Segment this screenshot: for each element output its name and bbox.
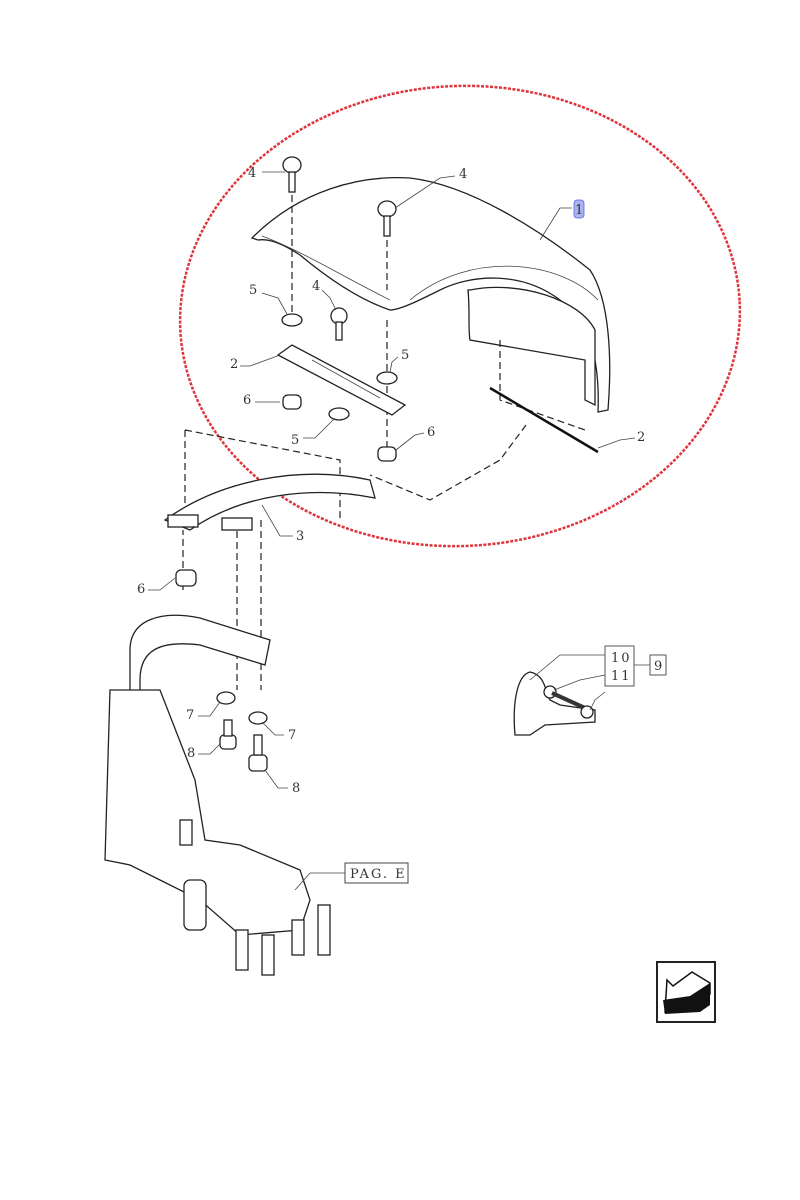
bolt-top-left[interactable] bbox=[282, 156, 302, 193]
page-reference-label: PAG. E bbox=[350, 867, 407, 882]
washer-5-right[interactable] bbox=[376, 371, 398, 385]
callout-11: 11 bbox=[611, 669, 632, 684]
callout-4: 4 bbox=[312, 279, 320, 294]
callout-3: 3 bbox=[296, 529, 304, 544]
callout-7: 7 bbox=[288, 728, 296, 743]
page-reference-box[interactable] bbox=[344, 862, 409, 884]
callout-8: 8 bbox=[187, 746, 195, 761]
bolt-mid[interactable] bbox=[330, 307, 348, 341]
callout-5: 5 bbox=[401, 348, 409, 363]
highlight-circle bbox=[178, 84, 742, 548]
callout-1-highlight bbox=[573, 199, 585, 219]
nut-6-left[interactable] bbox=[282, 394, 302, 410]
washer-5-left[interactable] bbox=[281, 313, 303, 327]
callout-2: 2 bbox=[637, 430, 645, 445]
callout-4: 4 bbox=[459, 167, 467, 182]
callout-1[interactable]: 1 bbox=[575, 203, 583, 218]
nut-6-bottom[interactable] bbox=[175, 569, 197, 587]
callout-9[interactable]: 9 bbox=[654, 659, 662, 674]
callout-7: 7 bbox=[186, 708, 194, 723]
callout-6: 6 bbox=[427, 425, 435, 440]
bracket-plate[interactable] bbox=[276, 344, 407, 416]
callout-4: 4 bbox=[248, 166, 256, 181]
callout-6: 6 bbox=[137, 582, 145, 597]
screw-8-right[interactable] bbox=[248, 734, 268, 772]
support-bracket[interactable] bbox=[104, 614, 311, 936]
callout-5: 5 bbox=[249, 283, 257, 298]
page-back-arrow-icon[interactable] bbox=[656, 961, 716, 1023]
callout-8: 8 bbox=[292, 781, 300, 796]
fender-stay[interactable] bbox=[163, 473, 376, 531]
washer-7-right[interactable] bbox=[248, 711, 268, 725]
fender[interactable] bbox=[250, 176, 611, 413]
group-callout-box bbox=[649, 654, 667, 676]
bolt-top-mid[interactable] bbox=[377, 200, 397, 237]
studs bbox=[235, 904, 331, 976]
callout-5: 5 bbox=[291, 433, 299, 448]
callout-2: 2 bbox=[230, 357, 238, 372]
detail-callout-box bbox=[604, 645, 635, 687]
callout-10: 10 bbox=[611, 651, 632, 666]
nut-6-right[interactable] bbox=[377, 446, 397, 462]
screw-8-left[interactable] bbox=[219, 719, 237, 750]
callout-6: 6 bbox=[243, 393, 251, 408]
washer-5-lower[interactable] bbox=[328, 407, 350, 421]
washer-7-left[interactable] bbox=[216, 691, 236, 705]
stay-rod[interactable] bbox=[489, 386, 599, 454]
detail-assembly[interactable] bbox=[513, 671, 596, 736]
